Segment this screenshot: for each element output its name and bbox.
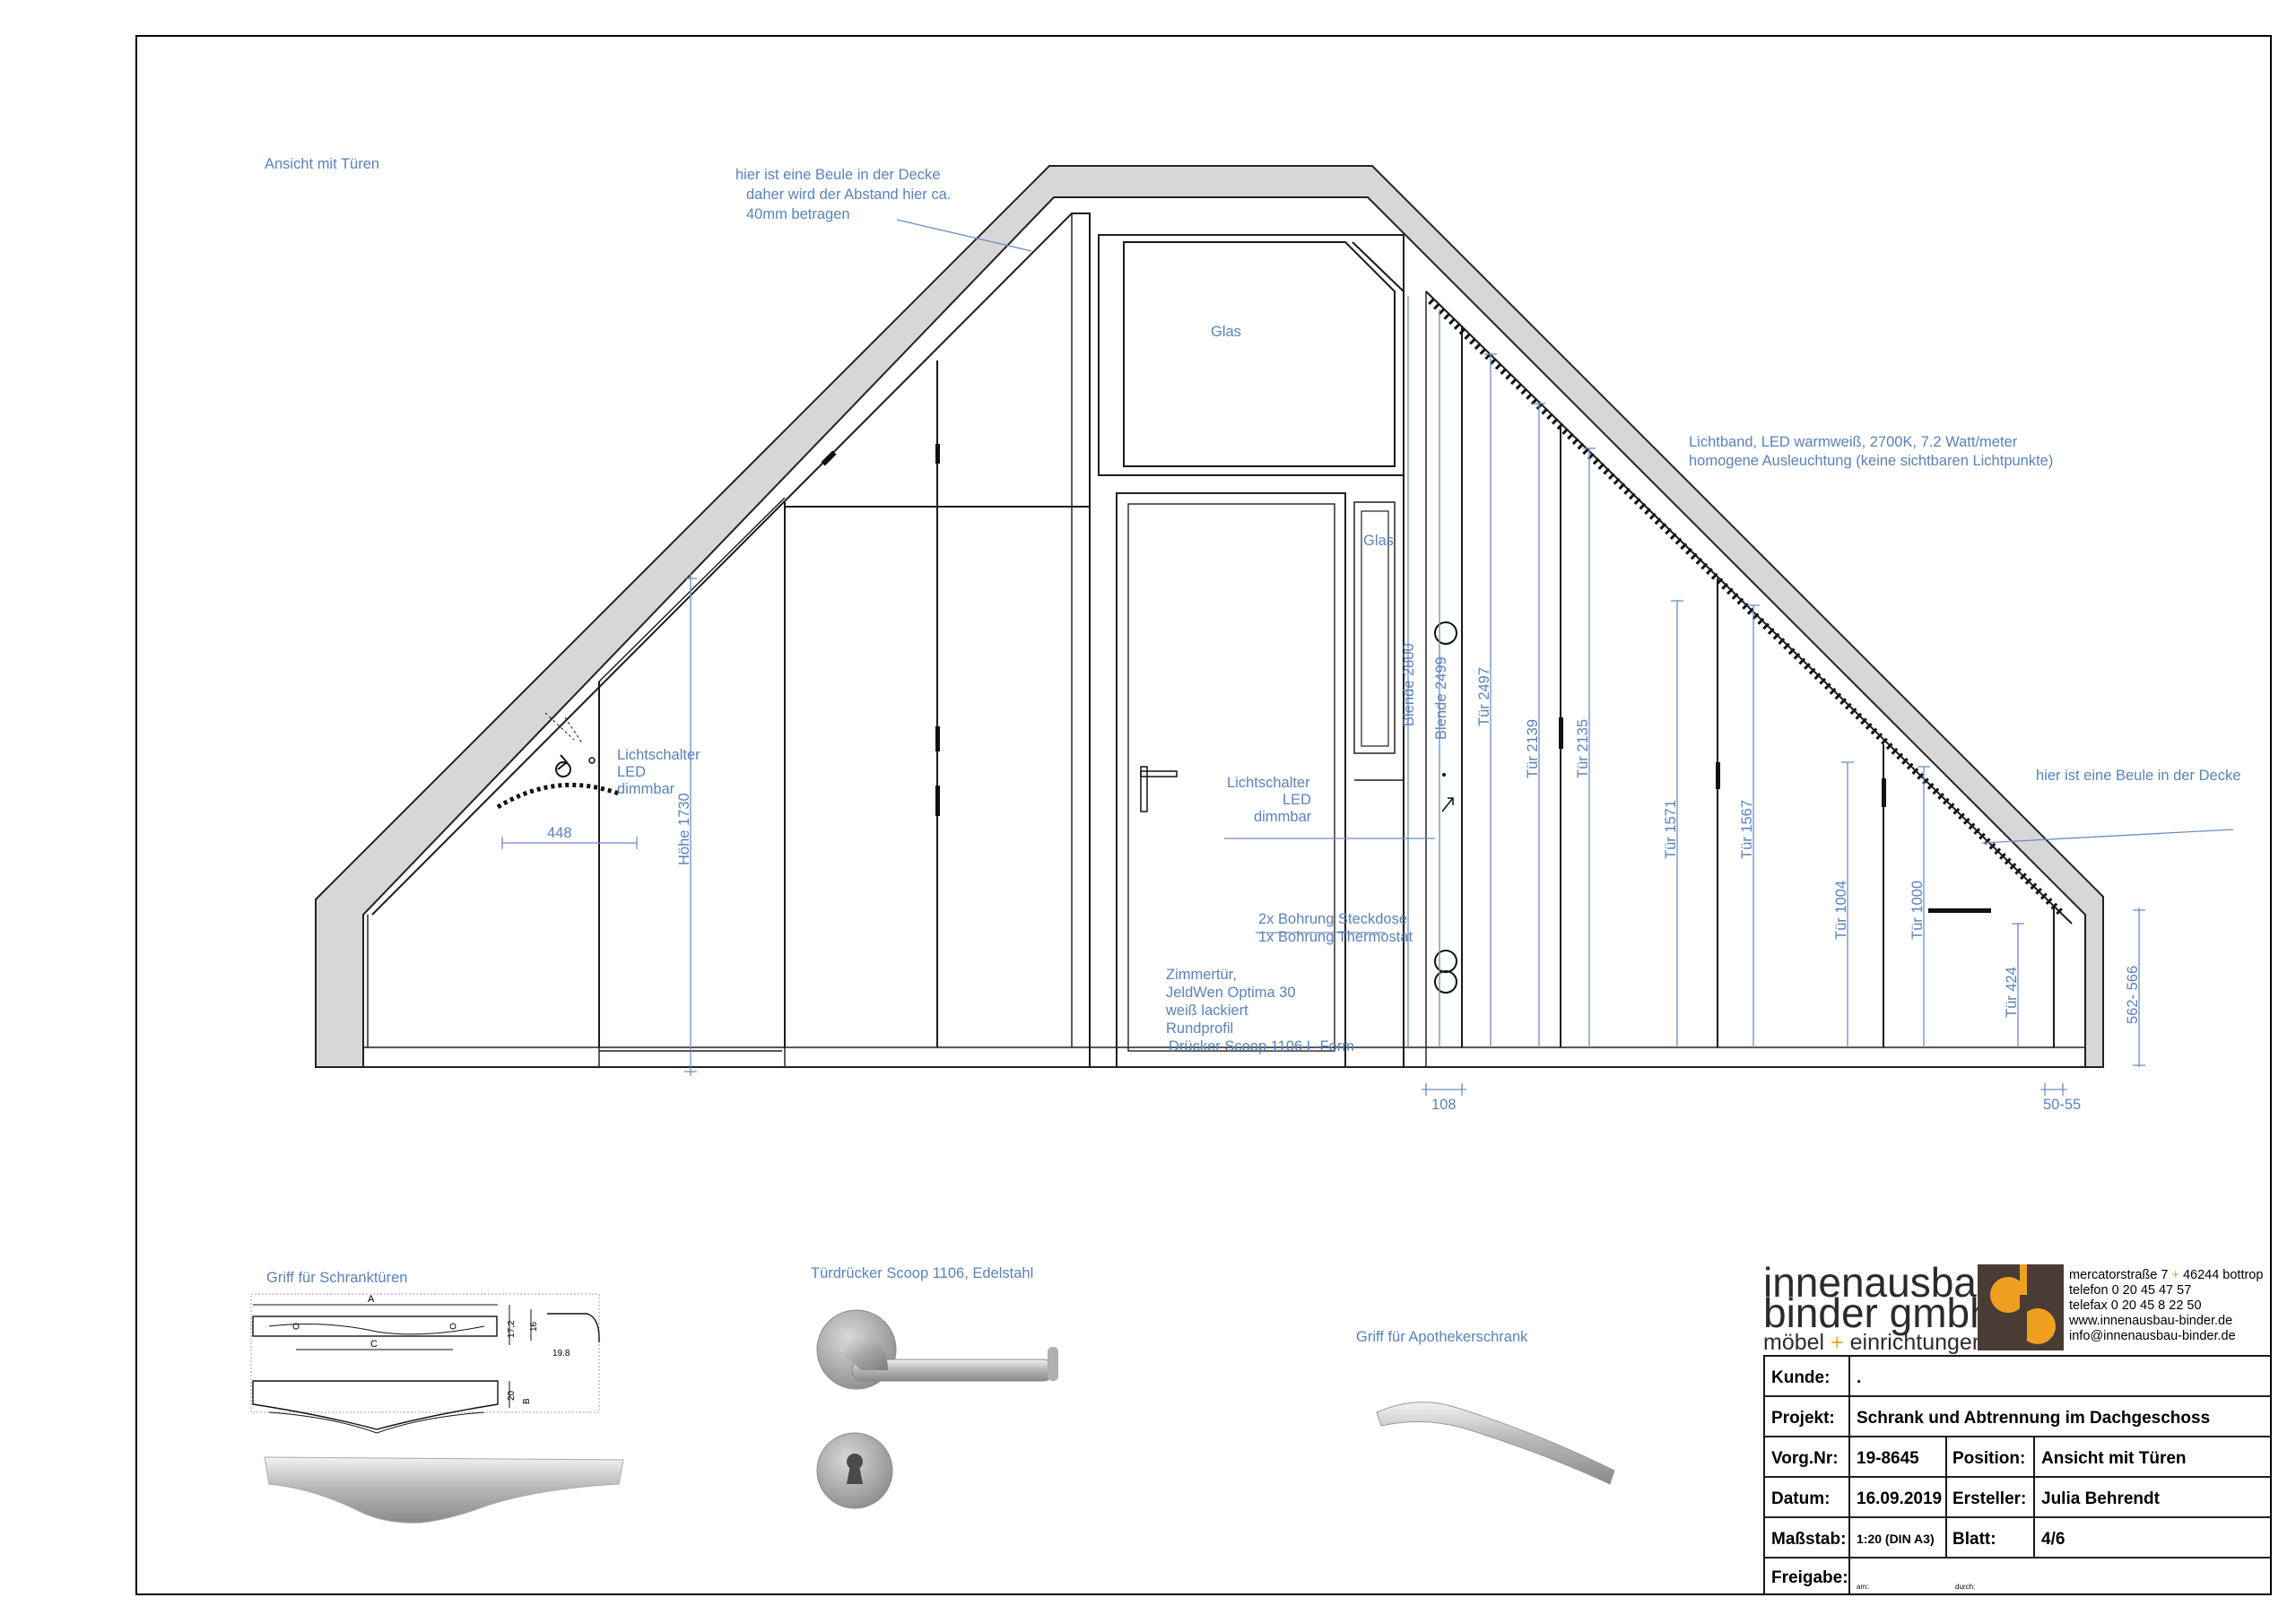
tb-freigabe-label: Freigabe: xyxy=(1771,1568,1848,1587)
tb-blatt-value: 4/6 xyxy=(2041,1530,2065,1549)
dim-label-c: C xyxy=(370,1339,378,1350)
note-switch-left-3: dimmbar xyxy=(617,781,675,797)
note-switch-mid-2: LED xyxy=(1283,792,1311,808)
socket-icon xyxy=(1434,621,1457,994)
tb-kunde-value: . xyxy=(1857,1368,1861,1387)
dim-tuer-424: Tür 424 xyxy=(2004,967,2020,1018)
dim-tuer-1567: Tür 1567 xyxy=(1739,800,1755,859)
right-cabinet xyxy=(1425,291,2073,1067)
company-telefax: telefax 0 20 45 8 22 50 xyxy=(2069,1298,2202,1313)
note-beule-left-1: hier ist eine Beule in der Decke xyxy=(735,167,940,183)
tb-vorg-label: Vorg.Nr: xyxy=(1771,1449,1839,1468)
dim-hoehe: Höhe 1730 xyxy=(676,793,692,865)
dim-19-8: 19.8 xyxy=(552,1349,570,1359)
light-switch-left-icon xyxy=(496,712,620,810)
company-logo-icon xyxy=(1978,1264,2064,1350)
left-cabinet xyxy=(367,213,1091,1067)
griff-apotheker-photo xyxy=(1376,1402,1615,1485)
dim-tuer-2497: Tür 2497 xyxy=(1476,667,1492,726)
dim-50-55: 50-55 xyxy=(2043,1097,2081,1113)
company-name-line1: innenausbau xyxy=(1763,1259,1999,1306)
note-bohrung-1: 2x Bohrung Steckdose xyxy=(1258,911,1407,927)
tb-vorg-value: 19-8645 xyxy=(1857,1449,1919,1468)
tb-projekt-value: Schrank und Abtrennung im Dachgeschoss xyxy=(1857,1409,2210,1428)
note-led-1: Lichtband, LED warmweiß, 2700K, 7.2 Watt… xyxy=(1689,434,2018,450)
griff-schrank-drawing: A C 17,2 16 19.8 20 B xyxy=(250,1293,600,1434)
note-switch-mid-1: Lichtschalter xyxy=(1227,775,1310,791)
dim-448: 448 xyxy=(547,825,572,841)
tb-massstab-value: 1:20 (DIN A3) xyxy=(1857,1532,1935,1546)
tb-freigabe-durch: durch: xyxy=(1955,1583,1975,1591)
partition-glass xyxy=(1098,234,1427,1067)
note-switch-left-1: Lichtschalter xyxy=(617,747,700,763)
label-griff-apotheker: Griff für Apothekerschrank xyxy=(1356,1329,1528,1345)
tb-ersteller-label: Ersteller: xyxy=(1952,1489,2026,1508)
note-door-3: weiß lackiert xyxy=(1165,1003,1248,1019)
dim-tuer-2135: Tür 2135 xyxy=(1575,719,1591,778)
company-web: www.innenausbau-binder.de xyxy=(2068,1314,2232,1328)
dim-label-a: A xyxy=(368,1294,375,1305)
company-address: mercatorstraße 7 + 46244 bottrop xyxy=(2069,1268,2263,1282)
dim-blende-2499: Blende 2499 xyxy=(1433,656,1449,740)
tb-position-value: Ansicht mit Türen xyxy=(2041,1449,2187,1468)
dim-blende-2800: Blende 2800 xyxy=(1401,643,1417,726)
company-name-line2: binder gmbh xyxy=(1763,1289,1993,1336)
company-tagline: möbel + einrichtungen xyxy=(1763,1330,1985,1355)
dim-tuer-1571: Tür 1571 xyxy=(1663,800,1679,859)
tb-position-label: Position: xyxy=(1952,1449,2025,1468)
dim-16: 16 xyxy=(529,1321,539,1332)
label-griff-schrank: Griff für Schranktüren xyxy=(266,1270,407,1286)
dimension-lines xyxy=(501,219,2234,1096)
dim-tuer-2139: Tür 2139 xyxy=(1525,719,1541,778)
dim-tuer-1000: Tür 1000 xyxy=(1909,881,1926,940)
label-tuerdruecker: Türdrücker Scoop 1106, Edelstahl xyxy=(811,1265,1033,1281)
note-beule-left-3: 40mm betragen xyxy=(746,206,850,222)
note-door-2: JeldWen Optima 30 xyxy=(1166,985,1296,1001)
dim-17-2: 17,2 xyxy=(507,1320,517,1338)
note-glass-side: Glas xyxy=(1363,533,1394,549)
note-led-2: homogene Ausleuchtung (keine sichtbaren … xyxy=(1689,453,2053,469)
note-door-4: Rundprofil xyxy=(1166,1020,1233,1037)
note-bohrung-2: 1x Bohrung Thermostat xyxy=(1258,929,1413,945)
dim-20: 20 xyxy=(507,1390,517,1401)
dim-108: 108 xyxy=(1431,1097,1457,1113)
title-block xyxy=(1763,1355,2272,1595)
dim-label-b: B xyxy=(522,1398,532,1404)
sheet-frame xyxy=(135,35,2272,1595)
company-email: info@innenausbau-binder.de xyxy=(2069,1329,2236,1343)
griff-schrank-photo xyxy=(264,1456,624,1524)
note-door-5: Drücker Scoop 1106 L-Form xyxy=(1169,1038,1354,1055)
note-switch-left-2: LED xyxy=(617,764,646,780)
door-handle-photo xyxy=(816,1309,1058,1509)
dim-562-566: 562- 566 xyxy=(2125,966,2141,1024)
company-telefon: telefon 0 20 45 47 57 xyxy=(2069,1283,2191,1298)
note-beule-right: hier ist eine Beule in der Decke xyxy=(2036,768,2240,784)
tb-blatt-label: Blatt: xyxy=(1952,1530,1996,1549)
tb-kunde-label: Kunde: xyxy=(1771,1368,1830,1387)
tb-ersteller-value: Julia Behrendt xyxy=(2041,1489,2161,1508)
tb-datum-value: 16.09.2019 xyxy=(1857,1489,1942,1508)
dim-tuer-1004: Tür 1004 xyxy=(1833,881,1849,940)
tb-datum-label: Datum: xyxy=(1771,1489,1830,1508)
note-glass-top: Glas xyxy=(1211,324,1241,340)
tb-projekt-label: Projekt: xyxy=(1771,1409,1835,1428)
view-title: Ansicht mit Türen xyxy=(265,156,379,172)
note-beule-left-2: daher wird der Abstand hier ca. xyxy=(746,187,951,203)
tb-massstab-label: Maßstab: xyxy=(1771,1530,1846,1549)
tb-freigabe-am: am: xyxy=(1857,1583,1868,1591)
note-switch-mid-3: dimmbar xyxy=(1254,809,1312,825)
note-door-1: Zimmertür, xyxy=(1166,967,1237,983)
room-door xyxy=(1116,492,1346,1068)
